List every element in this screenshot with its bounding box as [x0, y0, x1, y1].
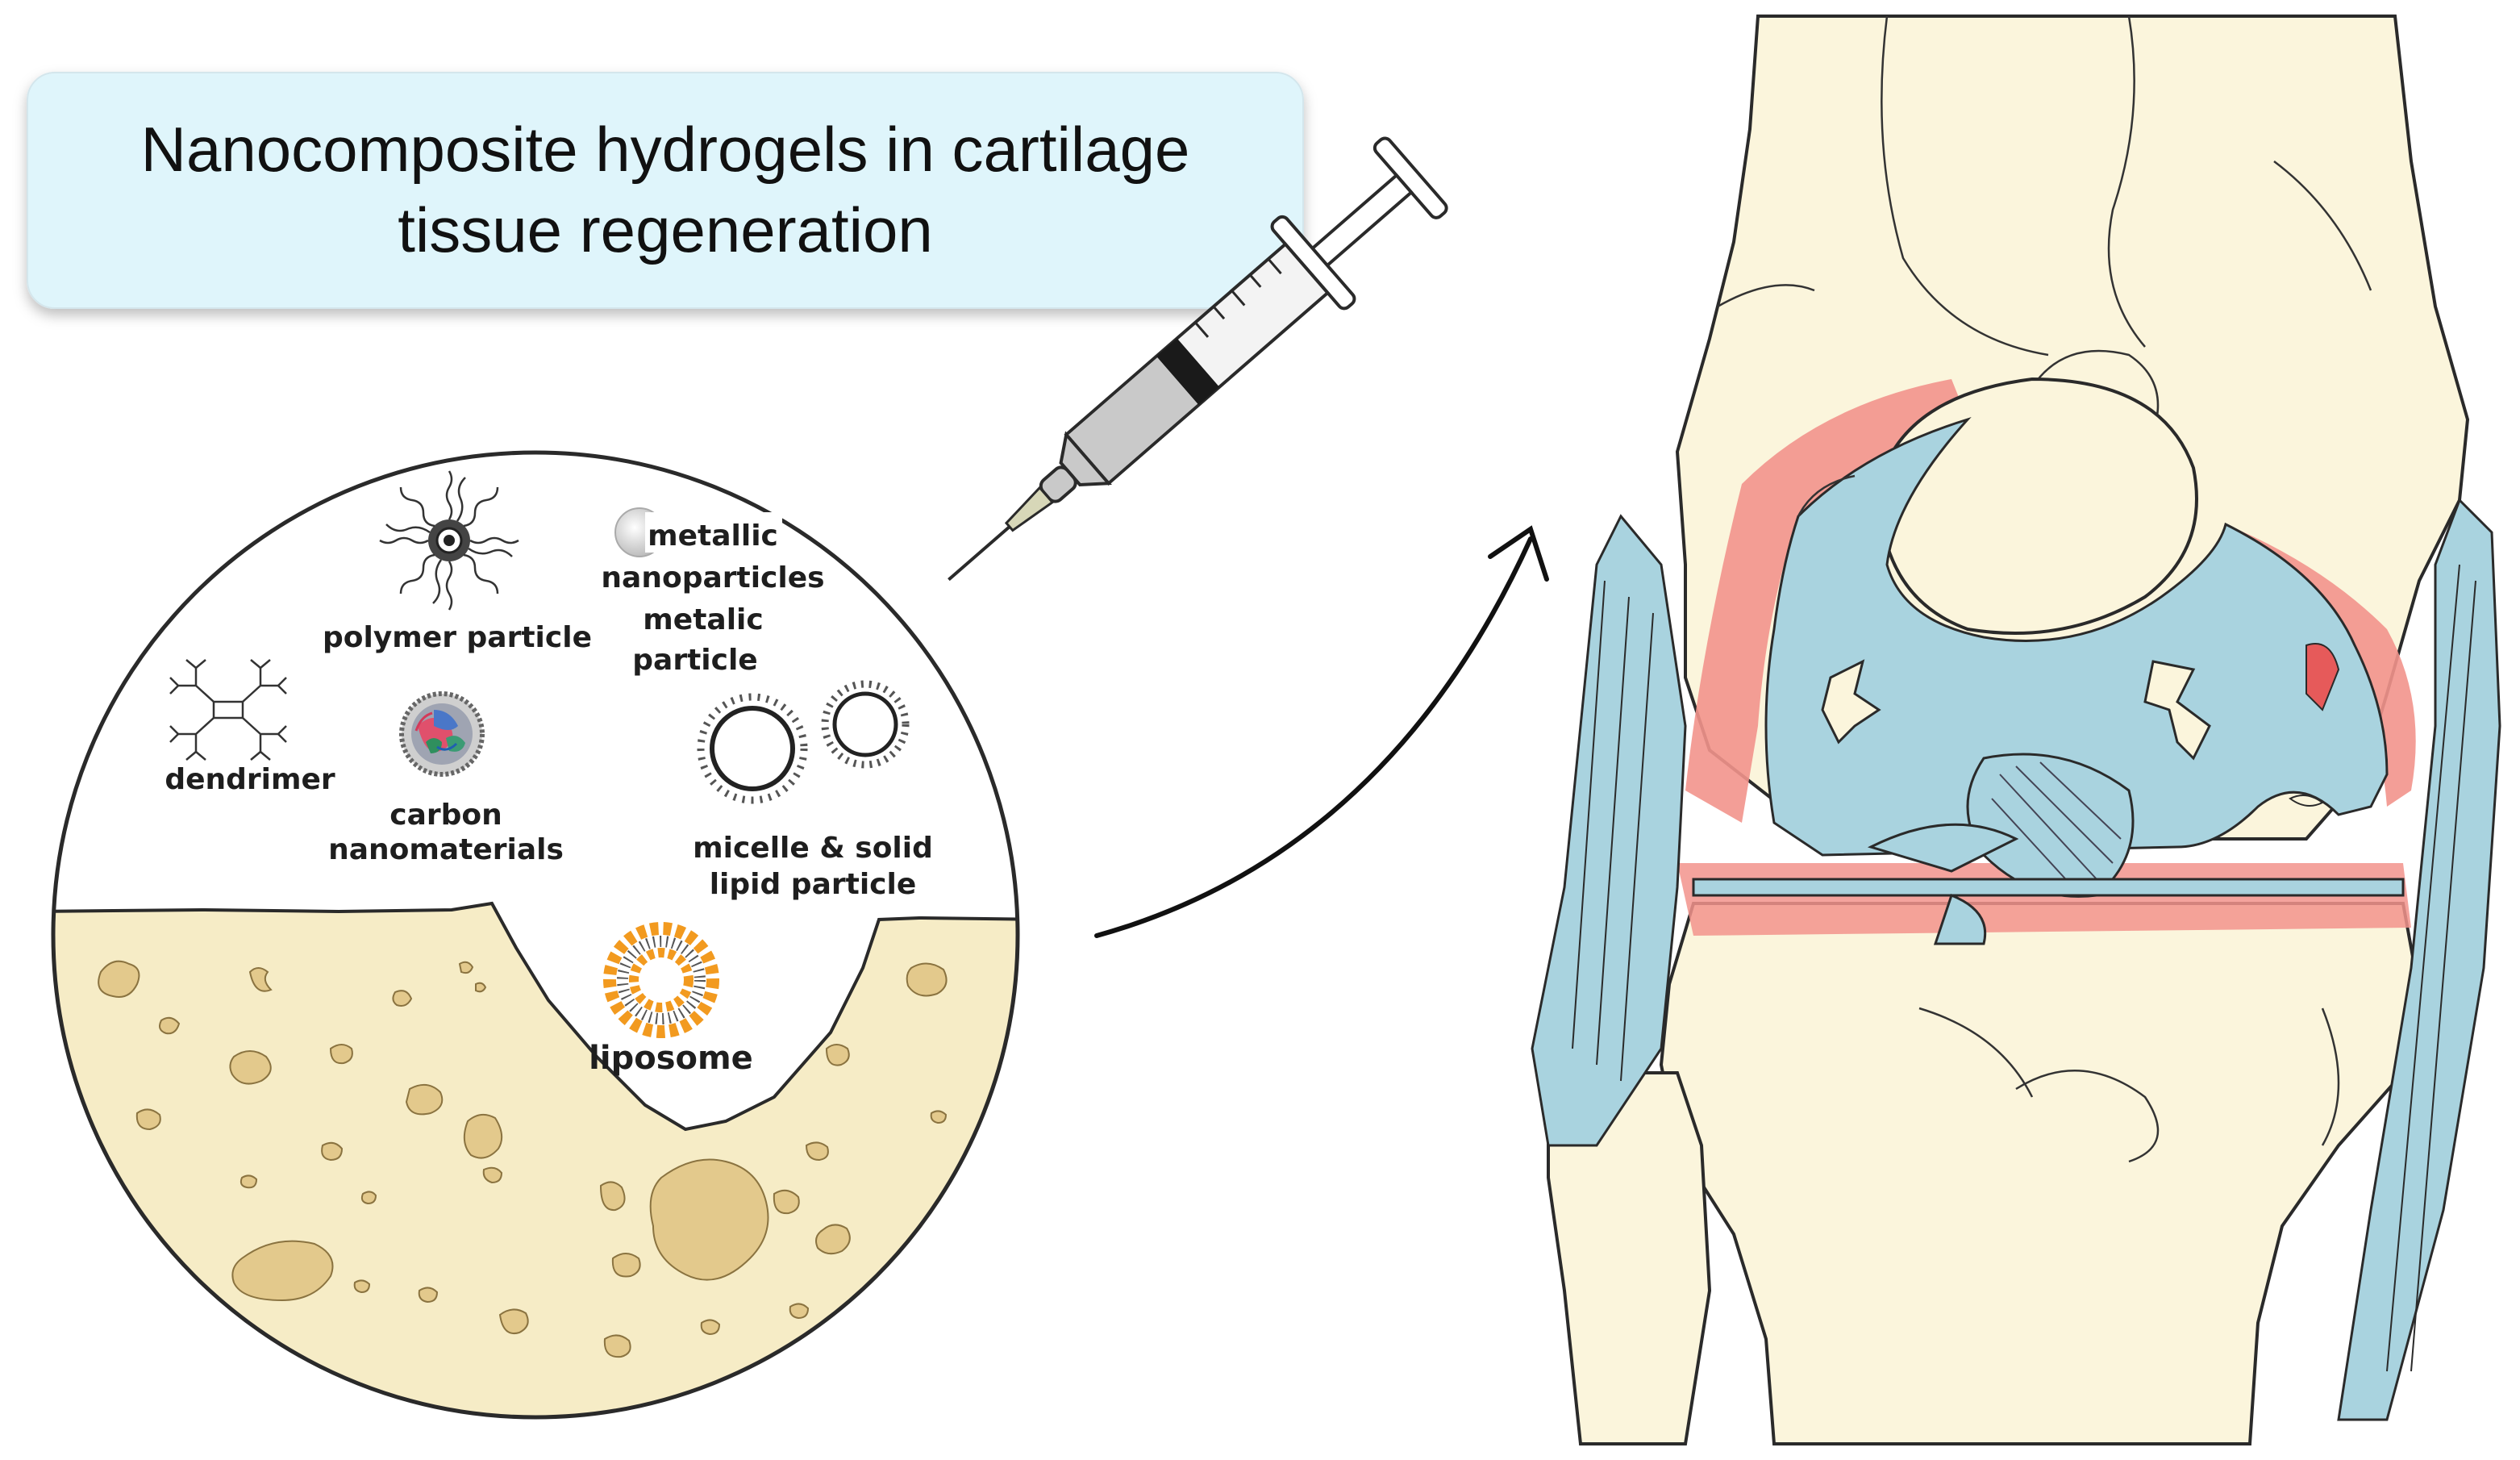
carbon-nanomaterial-icon — [399, 691, 485, 777]
tibia — [1659, 902, 2422, 1445]
knee-joint-illustration — [1531, 15, 2501, 1445]
label-dendrimer: dendrimer — [165, 763, 335, 796]
collateral-ligament-left — [1531, 514, 1687, 1147]
title-line-1: Nanocomposite hydrogels in cartilage — [141, 114, 1190, 185]
label-metalic-line-1: metalic — [643, 603, 763, 636]
label-metallic-line-1: metallic — [648, 519, 778, 553]
inflamed-capsule — [1685, 379, 1968, 823]
cartilage-tissue — [53, 901, 1018, 1417]
label-carbon-line-2: nanomaterials — [328, 833, 564, 866]
patella — [1876, 377, 2198, 635]
label-micelle-line-2: lipid particle — [710, 868, 917, 901]
label-polymer-particle: polymer particle — [323, 621, 592, 654]
liposome-icon — [603, 922, 719, 1038]
polymer-particle-icon — [379, 470, 519, 611]
syringe-icon — [948, 136, 1448, 582]
collateral-ligament-right — [2337, 498, 2501, 1421]
title-box: Nanocomposite hydrogels in cartilage tis… — [27, 72, 1304, 309]
synovial-fluid — [1764, 416, 2389, 857]
label-liposome: liposome — [589, 1040, 753, 1077]
title-line-2: tissue regeneration — [398, 194, 932, 265]
inset-magnified-view: polymer particle metallic nanoparticles … — [51, 450, 1020, 1420]
dendrimer-icon — [169, 659, 287, 761]
fibula — [1547, 1071, 1712, 1445]
tissue-pores — [87, 960, 1018, 1358]
label-metalic-line-2: particle — [632, 644, 757, 677]
label-carbon-line-1: carbon — [389, 799, 502, 832]
micelle-icon — [697, 680, 910, 804]
label-micelle-line-1: micelle & solid — [693, 832, 933, 865]
pointer-arrow — [1094, 525, 1549, 938]
label-metallic-line-2: nanoparticles — [601, 561, 824, 594]
